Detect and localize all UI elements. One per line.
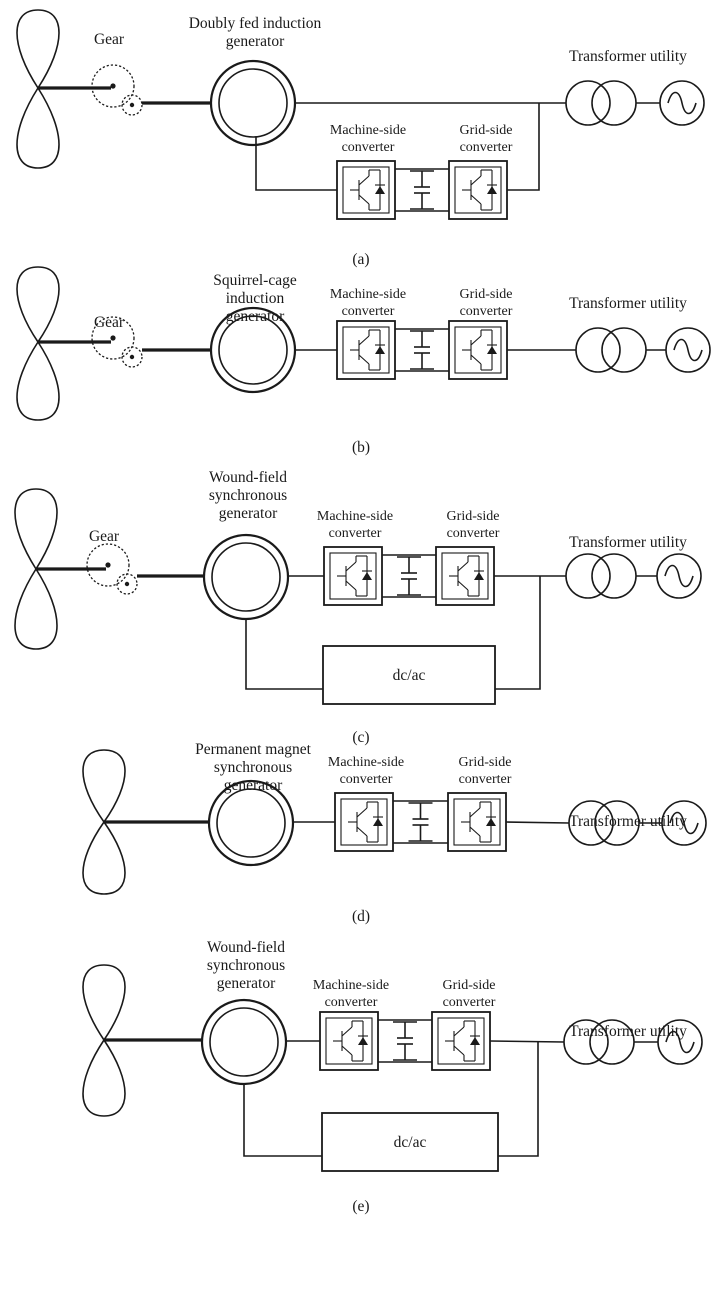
dc-link-capacitor-icon: [408, 802, 433, 842]
grid-side-converter-label-line-1: Grid-side: [460, 123, 513, 138]
grid-side-converter-label-line-1: Grid-side: [460, 287, 513, 302]
machine-side-converter-label-line-1: Machine-side: [330, 123, 406, 138]
generator-label-line-2: generator: [226, 33, 285, 50]
grid-side-converter-label-line-2: converter: [447, 526, 500, 541]
utility-grid-ac-source-icon: [665, 327, 711, 373]
grid-side-converter-label-line-1: Grid-side: [443, 978, 496, 993]
panel-caption-c: (c): [352, 729, 369, 746]
grid-side-converter: [431, 1011, 491, 1071]
generator-label-line-1: Squirrel-cage: [213, 272, 297, 289]
generator-label-line-1: Wound-field: [209, 469, 287, 486]
grid-side-converter-label-line-1: Grid-side: [459, 755, 512, 770]
dc-ac-label: dc/ac: [393, 667, 426, 684]
generator-icon: [200, 998, 288, 1086]
generator-label-line-1: Doubly fed induction: [189, 15, 322, 32]
dc-ac-label: dc/ac: [394, 1134, 427, 1151]
generator-label-line-2: synchronous: [207, 957, 285, 974]
utility-grid-ac-source-icon: [661, 800, 707, 846]
generator-label-line-3: generator: [224, 777, 283, 794]
machine-side-converter-label-line-1: Machine-side: [313, 978, 389, 993]
generator-icon: [202, 533, 290, 621]
gear-label: Gear: [89, 528, 120, 545]
utility-grid-ac-source-icon: [657, 1019, 703, 1065]
panel-caption-b: (b): [352, 439, 370, 456]
generator-icon: [207, 779, 295, 867]
machine-side-converter-label-line-2: converter: [342, 304, 395, 319]
gear-icon: [91, 316, 143, 368]
gear-label: Gear: [94, 31, 125, 48]
utility-grid-ac-source-icon: [659, 80, 705, 126]
transformer-utility-label: Transformer utility: [569, 1023, 687, 1040]
panel-caption-e: (e): [352, 1198, 369, 1215]
machine-side-converter-label-line-2: converter: [325, 995, 378, 1010]
generator-label-line-2: induction: [226, 290, 285, 307]
generator-label-line-1: Permanent magnet: [195, 741, 311, 758]
generator-icon: [209, 59, 297, 147]
wind-turbine-rotor-icon: [82, 749, 126, 895]
gear-icon: [91, 64, 143, 116]
machine-side-converter-label-line-1: Machine-side: [317, 509, 393, 524]
dc-link-capacitor-icon: [410, 330, 434, 370]
machine-side-converter: [319, 1011, 379, 1071]
dc-link-capacitor-icon: [397, 556, 421, 596]
transformer-icon: [575, 327, 647, 373]
machine-side-converter: [323, 546, 383, 606]
gear-icon: [86, 543, 138, 595]
generator-label-line-3: generator: [219, 505, 278, 522]
utility-grid-ac-source-icon: [656, 553, 702, 599]
dc-ac-converter: dc/ac: [322, 645, 496, 705]
dc-link-capacitor-icon: [393, 1021, 417, 1061]
generator-label-line-3: generator: [217, 975, 276, 992]
grid-side-converter-label-line-2: converter: [459, 772, 512, 787]
grid-side-converter: [435, 546, 495, 606]
wind-turbine-rotor-icon: [14, 488, 58, 650]
machine-side-converter-label-line-2: converter: [342, 140, 395, 155]
grid-side-converter-label-line-2: converter: [460, 140, 513, 155]
transformer-utility-label: Transformer utility: [569, 295, 687, 312]
machine-side-converter: [336, 320, 396, 380]
wind-turbine-rotor-icon: [82, 964, 126, 1117]
grid-side-converter: [448, 320, 508, 380]
gear-label: Gear: [94, 314, 125, 331]
dc-link-capacitor-icon: [410, 170, 434, 210]
wind-turbine-rotor-icon: [16, 9, 60, 169]
machine-side-converter-label-line-2: converter: [329, 526, 382, 541]
wind-turbine-rotor-icon: [16, 266, 60, 421]
transformer-utility-label: Transformer utility: [569, 813, 687, 830]
machine-side-converter-label-line-2: converter: [340, 772, 393, 787]
grid-side-converter-label-line-1: Grid-side: [447, 509, 500, 524]
machine-side-converter: [334, 792, 394, 852]
panel-a: Gear Doubly fed inductiongeneratorMachine…: [16, 9, 705, 268]
transformer-utility-label: Transformer utility: [569, 534, 687, 551]
panel-caption-a: (a): [352, 251, 369, 268]
transformer-icon: [565, 553, 637, 599]
transformer-utility-label: Transformer utility: [569, 48, 687, 65]
grid-side-converter: [447, 792, 507, 852]
generator-label-line-2: synchronous: [214, 759, 292, 776]
generator-label-line-3: generator: [226, 308, 285, 325]
grid-side-converter: [448, 160, 508, 220]
machine-side-converter: [336, 160, 396, 220]
generator-label-line-1: Wound-field: [207, 939, 285, 956]
machine-side-converter-label-line-1: Machine-side: [328, 755, 404, 770]
grid-side-converter-label-line-2: converter: [460, 304, 513, 319]
dc-ac-converter: dc/ac: [321, 1112, 499, 1172]
grid-side-converter-label-line-2: converter: [443, 995, 496, 1010]
panel-caption-d: (d): [352, 908, 370, 925]
generator-label-line-2: synchronous: [209, 487, 287, 504]
transformer-icon: [565, 80, 637, 126]
machine-side-converter-label-line-1: Machine-side: [330, 287, 406, 302]
